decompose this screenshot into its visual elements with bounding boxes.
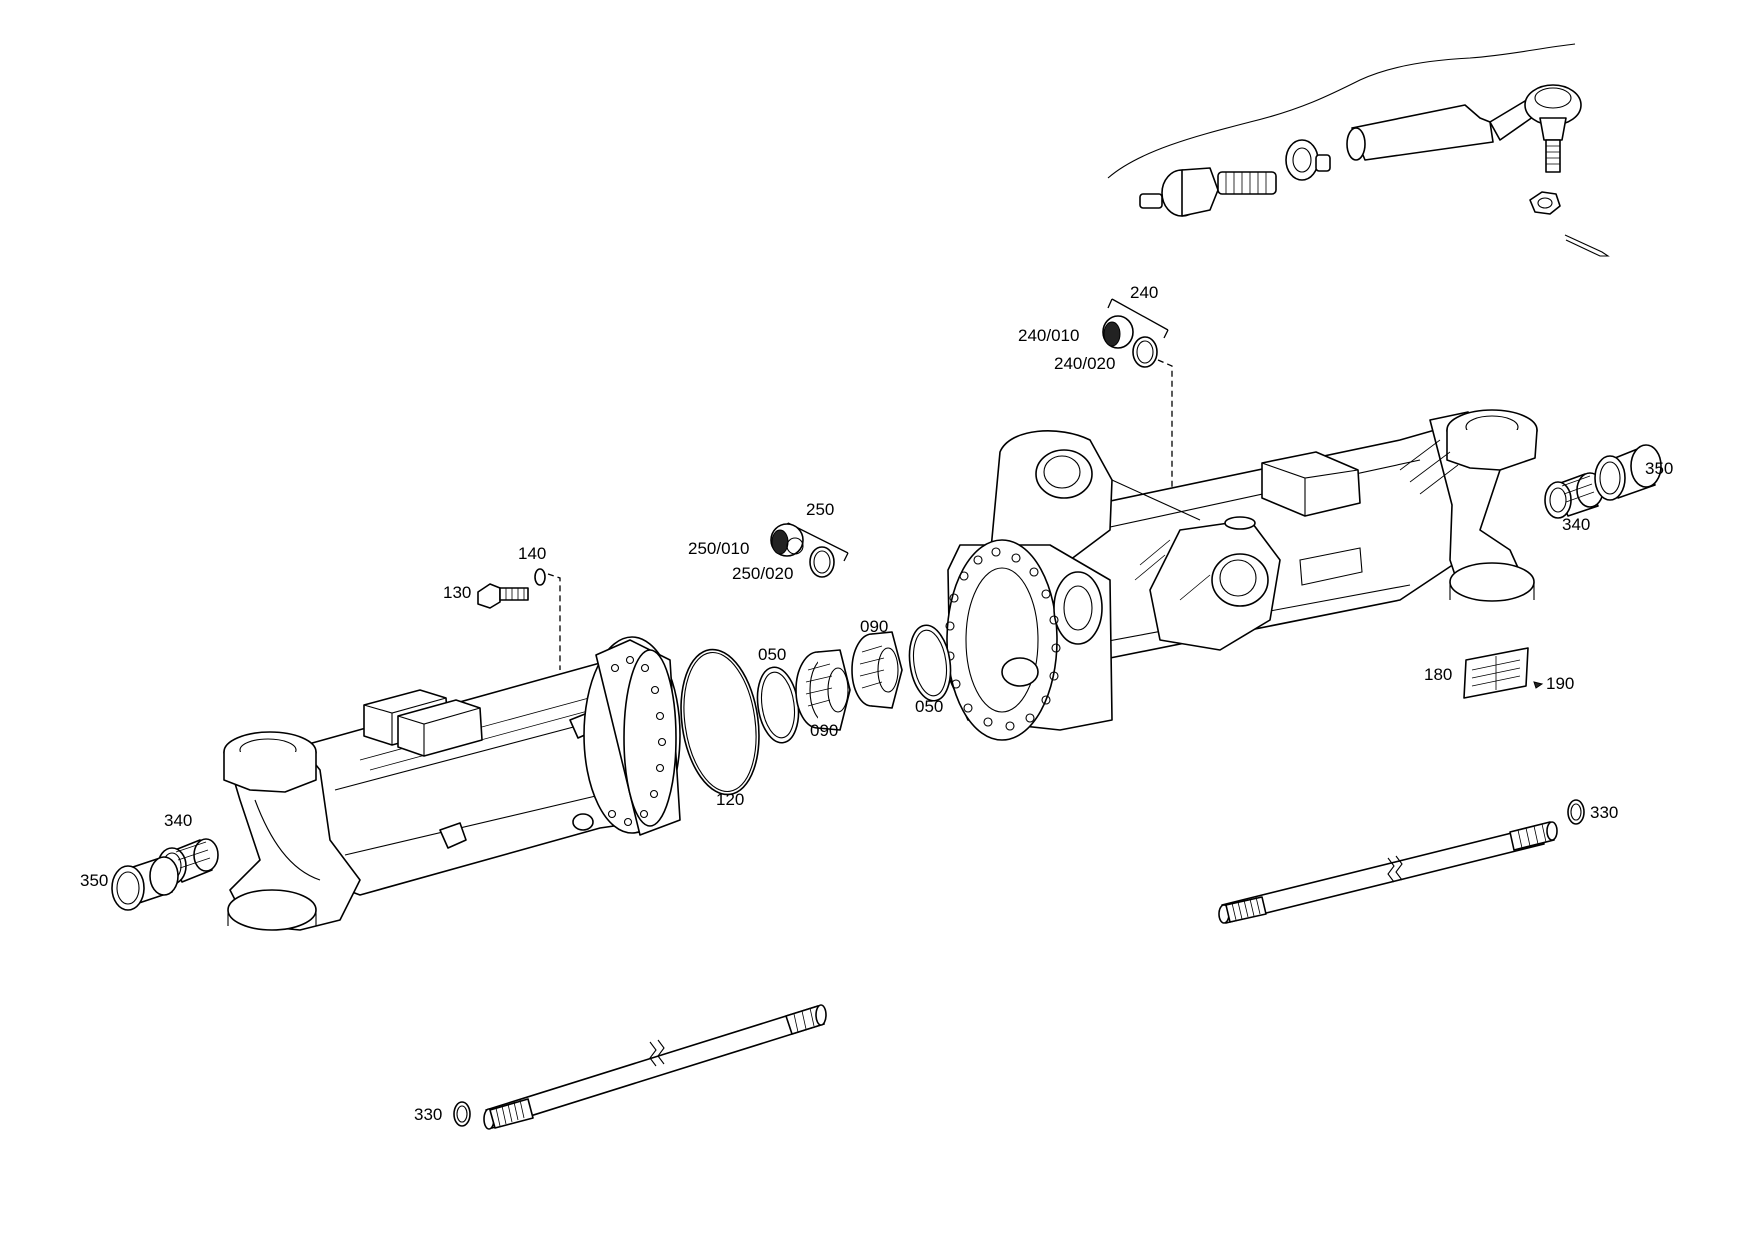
o-ring-120 [680, 648, 760, 796]
rivet-190 [1533, 681, 1544, 689]
label-330-right: 330 [1590, 803, 1618, 822]
castle-nut [1529, 191, 1561, 215]
label-090-bottom: 090 [810, 721, 838, 740]
label-050-left: 050 [758, 645, 786, 664]
label-340-left: 340 [164, 811, 192, 830]
label-050-right: 050 [915, 697, 943, 716]
label-180: 180 [1424, 665, 1452, 684]
bushing-340-right [1544, 472, 1604, 519]
tie-rod-clamp [1285, 139, 1331, 181]
label-330-left: 330 [414, 1105, 442, 1124]
cotter-pin [1564, 234, 1610, 257]
label-350-right: 350 [1645, 459, 1673, 478]
circlip-330-right [1567, 799, 1585, 825]
inner-ball-joint [1139, 167, 1277, 217]
bearing-090-left [795, 649, 851, 731]
rating-plate-180 [1463, 647, 1529, 699]
shim-050-right [908, 624, 952, 702]
bushing-350-left [111, 856, 179, 911]
axle-shaft-right [1218, 821, 1558, 924]
bolt-130 [477, 583, 529, 609]
flange-holes-right [945, 547, 1061, 731]
part-labels: 050 050 090 090 120 130 140 180 190 240 … [80, 283, 1673, 1124]
plug-240 [1102, 298, 1173, 520]
bushing-350-right [1594, 444, 1662, 501]
ring-140 [534, 568, 546, 586]
tie-rod-end [1346, 84, 1582, 173]
label-250-020: 250/020 [732, 564, 793, 583]
plug-250 [770, 522, 849, 578]
label-190: 190 [1546, 674, 1574, 693]
bearing-090-right [851, 631, 903, 709]
circlip-330-left [453, 1101, 471, 1127]
label-120: 120 [716, 790, 744, 809]
label-090-top: 090 [860, 617, 888, 636]
axle-housing-center [945, 409, 1538, 741]
label-340-right: 340 [1562, 515, 1590, 534]
label-350-left: 350 [80, 871, 108, 890]
label-250: 250 [806, 500, 834, 519]
label-130: 130 [443, 583, 471, 602]
flange-holes-left [607, 655, 667, 827]
shim-050-left [756, 666, 800, 744]
label-240-010: 240/010 [1018, 326, 1079, 345]
axle-shaft-left [483, 1004, 827, 1130]
label-140: 140 [518, 544, 546, 563]
tie-rod-assembly [1107, 43, 1610, 257]
axle-housing-left [223, 573, 681, 931]
label-240-020: 240/020 [1054, 354, 1115, 373]
label-250-010: 250/010 [688, 539, 749, 558]
label-240: 240 [1130, 283, 1158, 302]
